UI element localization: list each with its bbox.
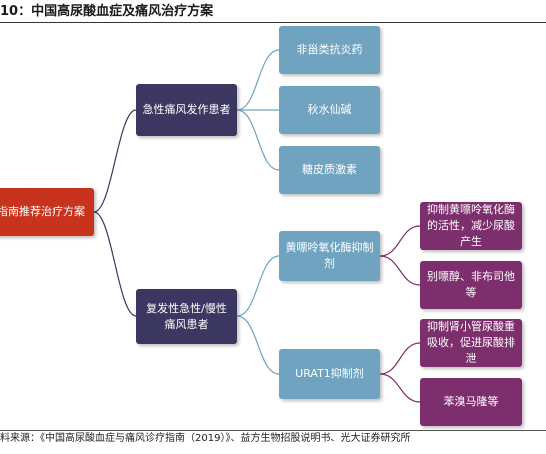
- node-urat1-mechanism: 抑制肾小管尿酸重吸收，促进尿酸排泄: [420, 319, 522, 367]
- node-chronic-gout: 复发性急性/慢性痛风患者: [136, 289, 237, 344]
- node-acute-gout: 急性痛风发作患者: [136, 84, 237, 136]
- node-colchicine: 秋水仙碱: [279, 86, 380, 134]
- connector-acute-nsaid: [236, 49, 280, 111]
- node-glucocorticoid: 糖皮质激素: [279, 146, 380, 194]
- source-note: 料来源：《中国高尿酸血症与痛风诊疗指南（2019）》、益方生物招股说明书、光大证…: [0, 433, 411, 444]
- connector-urat1-drugs: [379, 373, 421, 403]
- title-divider: [0, 22, 546, 23]
- node-xoi-mechanism: 抑制黄嘌呤氧化酶的活性，减少尿酸产生: [420, 202, 522, 250]
- connector-root-acute: [93, 109, 137, 213]
- node-urat1-drugs: 苯溴马隆等: [420, 378, 522, 426]
- figure-title: 10：中国高尿酸血症及痛风治疗方案: [0, 4, 214, 19]
- connector-xoi-mechanism: [379, 225, 421, 257]
- connector-urat1-mechanism: [379, 342, 421, 375]
- node-root-guideline: 指南推荐治疗方案: [0, 188, 94, 236]
- connector-chronic-urat1: [236, 315, 280, 375]
- node-xoi-drugs: 别嘌醇、非布司他等: [420, 261, 522, 309]
- node-nsaid: 非甾类抗炎药: [279, 26, 380, 74]
- connector-chronic-xoi: [236, 255, 280, 317]
- footer-divider: [0, 430, 546, 431]
- node-urat1-inhibitor: URAT1抑制剂: [279, 349, 380, 399]
- connector-acute-glucocorticoid: [236, 109, 280, 171]
- node-xanthine-oxidase-inhibitor: 黄嘌呤氧化酶抑制剂: [279, 231, 380, 281]
- connector-xoi-drugs: [379, 255, 421, 286]
- connector-root-chronic: [93, 211, 137, 317]
